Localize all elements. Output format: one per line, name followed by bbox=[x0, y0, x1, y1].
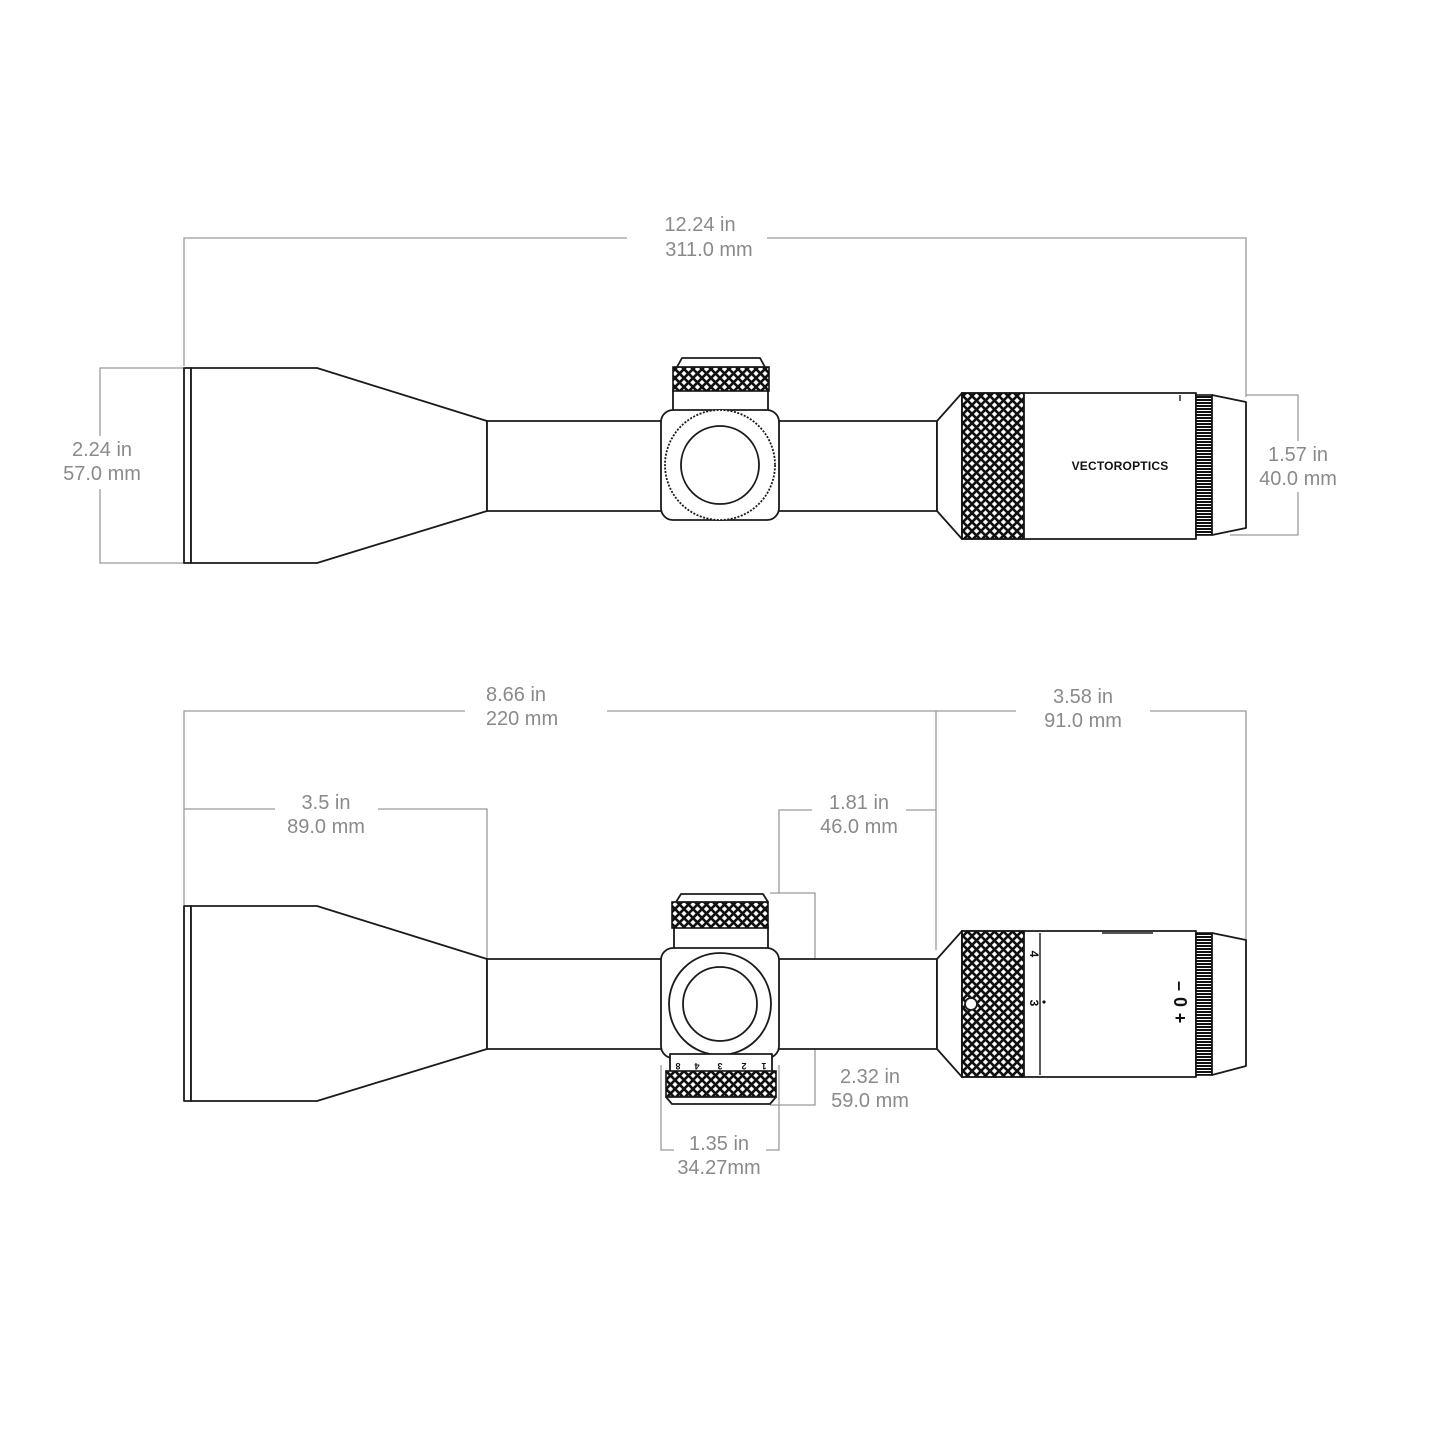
magnification-mark-3: 3 bbox=[1027, 1000, 1041, 1007]
eyepiece-body bbox=[1023, 392, 1197, 540]
turret-width-dimension: 1.35 in 34.27mm bbox=[660, 1065, 780, 1179]
objective-bell bbox=[190, 367, 488, 564]
eyepiece-section-dimension: 3.58 in 91.0 mm bbox=[936, 686, 1247, 940]
objective-to-turret-mm: 220 mm bbox=[486, 708, 558, 730]
eyepiece-section-in: 3.58 in bbox=[1053, 686, 1113, 708]
objective-to-turret-in: 8.66 in bbox=[486, 684, 546, 706]
side-elevation-turret-knurl bbox=[671, 901, 769, 929]
mount-length-in: 1.81 in bbox=[829, 792, 889, 814]
parallax-mark-4: 4 bbox=[694, 1061, 699, 1071]
overall-length-mm: 311.0 mm bbox=[665, 239, 752, 261]
magnification-mark-4: 4 bbox=[1027, 951, 1041, 958]
side-objective-bell bbox=[190, 905, 488, 1102]
side-elevation-turret-cap bbox=[675, 893, 769, 903]
side-windage-inner bbox=[682, 966, 758, 1042]
objective-diameter-in: 2.24 in bbox=[72, 439, 132, 461]
diopter-zero: 0 bbox=[1170, 997, 1190, 1007]
eyepiece-diameter-mm: 40.0 mm bbox=[1259, 468, 1337, 490]
side-eyepiece-taper bbox=[936, 930, 963, 1078]
objective-to-turret-dimension: 8.66 in 220 mm bbox=[183, 684, 937, 950]
eyepiece-diameter-dimension: 1.57 in 40.0 mm bbox=[1230, 394, 1337, 536]
mount-length-mm: 46.0 mm bbox=[820, 816, 898, 838]
mount-length-dimension: 1.81 in 46.0 mm bbox=[778, 792, 936, 893]
side-eyepiece-body bbox=[1023, 930, 1197, 1078]
eyepiece-diameter-in: 1.57 in bbox=[1268, 444, 1328, 466]
illumination-dot-icon bbox=[964, 997, 978, 1011]
diopter-ring bbox=[1195, 394, 1213, 536]
turret-width-mm: 34.27mm bbox=[677, 1157, 760, 1179]
turret-width-in: 1.35 in bbox=[689, 1133, 749, 1155]
top-view: 12.24 in 311.0 mm 2.24 in 57.0 mm 1.57 i… bbox=[63, 214, 1337, 564]
turret-height-mm: 59.0 mm bbox=[831, 1090, 909, 1112]
side-view: 8.66 in 220 mm 3.58 in 91.0 mm 3.5 in 89… bbox=[183, 684, 1247, 1179]
elevation-turret-knurl bbox=[672, 366, 770, 392]
eyepiece-taper bbox=[936, 392, 963, 540]
top-scope-body: VECTOROPTICS bbox=[183, 357, 1247, 564]
objective-bell-dimension: 3.5 in 89.0 mm bbox=[184, 792, 488, 959]
diopter-minus: – bbox=[1170, 981, 1190, 991]
parallax-turret-knurl bbox=[665, 1070, 777, 1098]
objective-bell-in: 3.5 in bbox=[302, 792, 351, 814]
side-diopter-ring bbox=[1195, 932, 1213, 1076]
parallax-mark-3: 3 bbox=[717, 1061, 722, 1071]
brand-logo: VECTOROPTICS bbox=[1072, 459, 1169, 473]
side-eyepiece-end bbox=[1211, 932, 1247, 1076]
parallax-turret-cap bbox=[665, 1096, 777, 1105]
magnification-ring bbox=[961, 392, 1025, 540]
turret-height-in: 2.32 in bbox=[840, 1066, 900, 1088]
parallax-mark-2: 2 bbox=[741, 1061, 746, 1071]
overall-length-dimension: 12.24 in 311.0 mm bbox=[183, 214, 1247, 397]
objective-lens-ring bbox=[183, 367, 192, 564]
overall-length-in: 12.24 in bbox=[664, 214, 735, 236]
parallax-mark-8: 8 bbox=[675, 1061, 680, 1071]
side-objective-lens-ring bbox=[183, 905, 192, 1102]
objective-bell-mm: 89.0 mm bbox=[287, 816, 365, 838]
diopter-plus: + bbox=[1170, 1013, 1190, 1024]
side-scope-body: 4 3 + 0 – 8 4 3 2 1 bbox=[183, 893, 1247, 1105]
elevation-turret-cap bbox=[676, 357, 766, 368]
eyepiece-section-mm: 91.0 mm bbox=[1044, 710, 1122, 732]
parallax-mark-1: 1 bbox=[761, 1061, 766, 1071]
objective-diameter-dimension: 2.24 in 57.0 mm bbox=[63, 367, 184, 564]
objective-diameter-mm: 57.0 mm bbox=[63, 463, 141, 485]
windage-turret-inner bbox=[680, 425, 760, 505]
eyepiece-end bbox=[1211, 394, 1247, 536]
